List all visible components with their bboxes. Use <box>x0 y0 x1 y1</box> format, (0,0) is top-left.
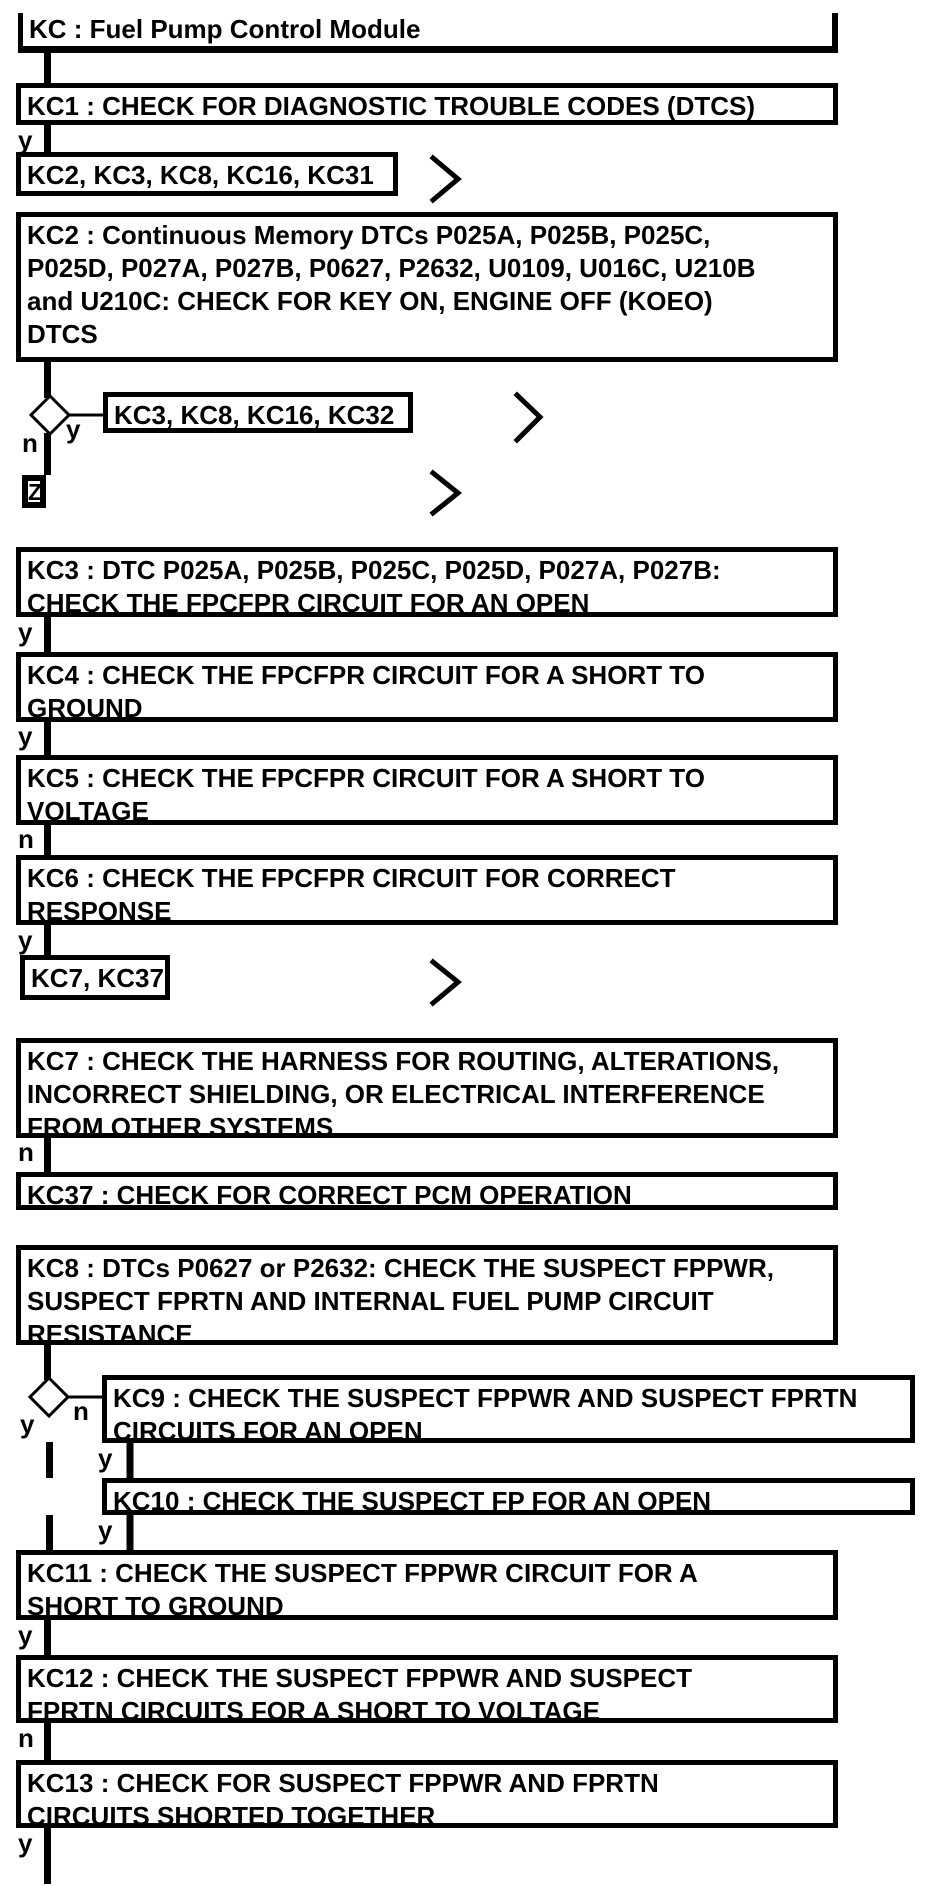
step-box-kc3: KC3 : DTC P025A, P025B, P025C, P025D, P0… <box>16 547 838 618</box>
step-box-kc12: KC12 : CHECK THE SUSPECT FPPWR AND SUSPE… <box>16 1655 838 1726</box>
branch-label-yes: y <box>18 721 33 751</box>
step-box-kc37: KC37 : CHECK FOR CORRECT PCM OPERATION <box>16 1172 838 1210</box>
step-box-kc6: KC6 : CHECK THE FPCFPR CIRCUIT FOR CORRE… <box>16 855 838 926</box>
branch-label-yes: y <box>18 125 33 155</box>
branch-label-no: n <box>22 428 38 458</box>
step-box-kc11: KC11 : CHECK THE SUSPECT FPPWR CIRCUIT F… <box>16 1550 838 1621</box>
goto-box-2: KC3, KC8, KC16, KC32 <box>103 392 413 433</box>
branch-label-yes: y <box>98 1515 113 1545</box>
flowchart-title: KC : Fuel Pump Control Module <box>18 13 838 53</box>
step-box-kc7: KC7 : CHECK THE HARNESS FOR ROUTING, ALT… <box>16 1038 838 1142</box>
branch-label-yes: y <box>20 1409 35 1439</box>
branch-label-yes: y <box>18 925 33 955</box>
step-box-kc8: KC8 : DTCs P0627 or P2632: CHECK THE SUS… <box>16 1245 838 1349</box>
goto-box-1: KC2, KC3, KC8, KC16, KC31 <box>16 152 398 196</box>
branch-label-no: n <box>18 824 34 854</box>
step-box-kc10: KC10 : CHECK THE SUSPECT FP FOR AN OPEN <box>102 1478 915 1516</box>
goto-box-3: KC7, KC37 <box>20 955 170 1000</box>
step-box-kc4: KC4 : CHECK THE FPCFPR CIRCUIT FOR A SHO… <box>16 652 838 723</box>
step-box-kc9: KC9 : CHECK THE SUSPECT FPPWR AND SUSPEC… <box>102 1375 915 1446</box>
step-box-kc13: KC13 : CHECK FOR SUSPECT FPPWR AND FPRTN… <box>16 1760 838 1831</box>
terminal-z-box: Z <box>22 475 46 508</box>
branch-label-yes: y <box>18 1828 33 1858</box>
continue-chevron-icon <box>429 958 462 1007</box>
decision-diamond-icon <box>27 1375 71 1419</box>
step-box-kc2: KC2 : Continuous Memory DTCs P025A, P025… <box>16 212 838 362</box>
branch-label-no: n <box>18 1723 34 1753</box>
step-box-kc1: KC1 : CHECK FOR DIAGNOSTIC TROUBLE CODES… <box>16 83 838 125</box>
continue-chevron-icon <box>429 154 462 204</box>
continue-chevron-icon <box>513 391 544 444</box>
branch-label-yes: y <box>18 1620 33 1650</box>
branch-label-yes: y <box>18 617 33 647</box>
branch-label-yes: y <box>98 1443 113 1473</box>
branch-label-yes: y <box>66 414 81 444</box>
branch-label-no: n <box>73 1396 89 1426</box>
branch-label-no: n <box>18 1137 34 1167</box>
step-box-kc5: KC5 : CHECK THE FPCFPR CIRCUIT FOR A SHO… <box>16 755 838 826</box>
continue-chevron-icon <box>429 469 463 517</box>
